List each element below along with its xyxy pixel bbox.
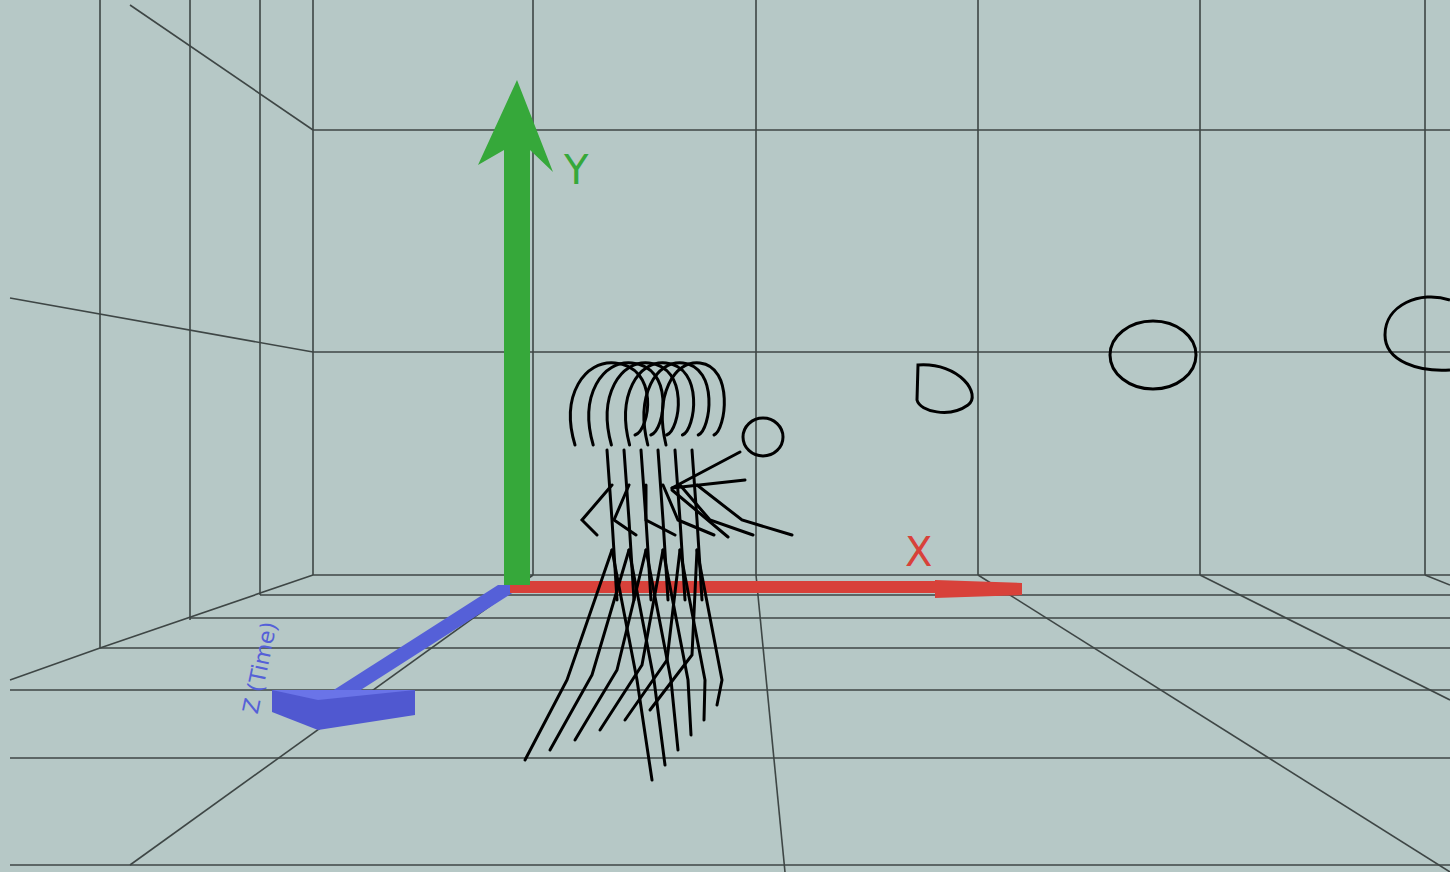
z-axis [272,585,525,730]
figure-body [641,450,651,600]
figure-leg [650,550,697,710]
figure-head [626,363,694,445]
figure-head [607,363,678,445]
figure-leg [646,550,678,750]
figure-arm [582,485,612,535]
figure-leg [697,550,722,705]
figure-arm [672,490,728,537]
ball-trajectory [743,297,1450,456]
figure-arm [672,480,745,488]
figure-body [607,450,617,600]
axis-label: X [905,532,932,572]
figure-leg [550,550,629,750]
figure-arm [614,485,636,535]
stick-figures [525,363,792,780]
axis-label: Y [564,150,588,190]
figure-arm [697,485,792,535]
figure-leg [625,550,680,720]
room-grid [10,0,1450,872]
y-axis [478,80,553,585]
figure-head [662,363,724,445]
figure-leg [629,550,665,765]
x-axis [510,580,1022,598]
figure-head [644,363,709,445]
figure-body [624,450,634,600]
